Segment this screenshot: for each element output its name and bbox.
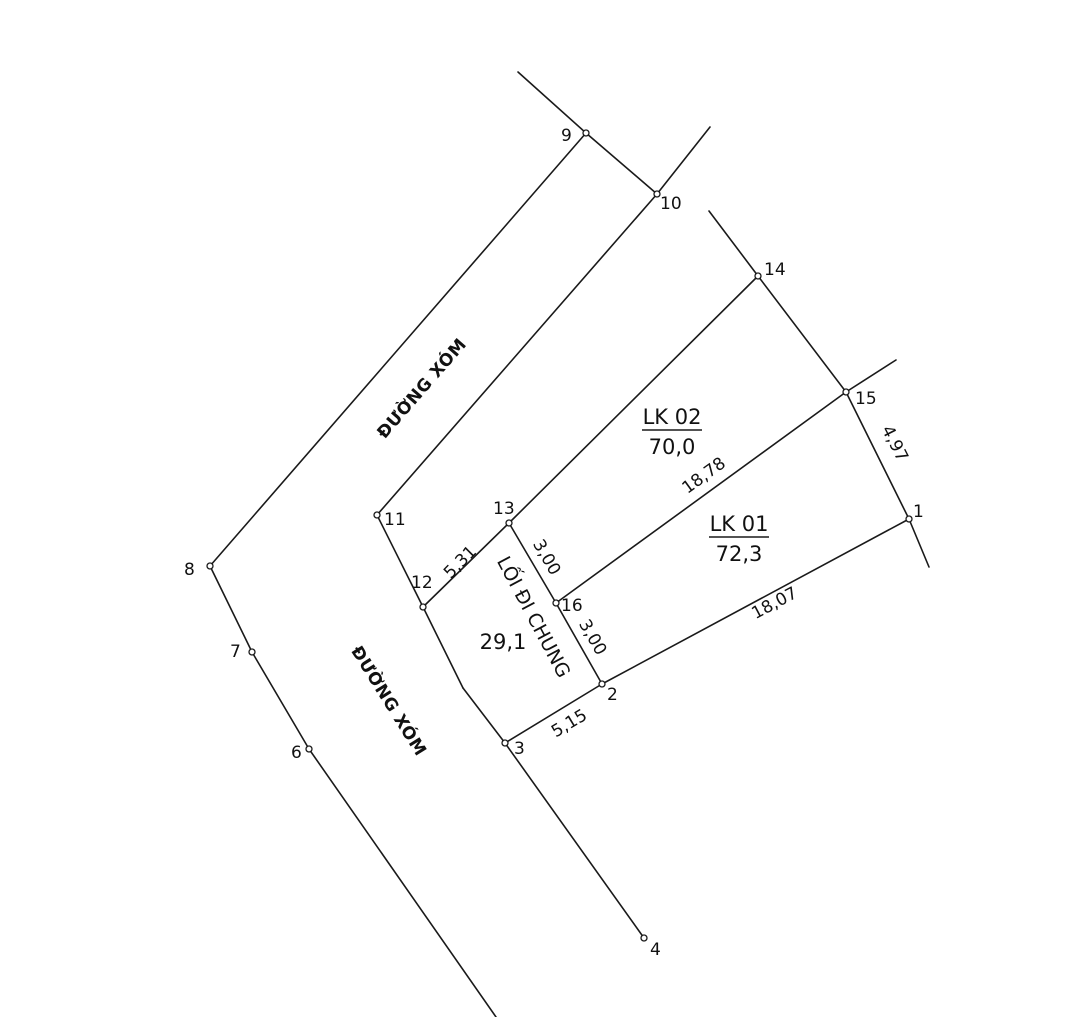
- line-3-2: [504, 683, 603, 744]
- road-edge-9-8: [209, 132, 587, 567]
- dim-16-2: 3,00: [574, 616, 610, 659]
- vertex-15: [842, 388, 850, 396]
- point-label-15: 15: [855, 389, 877, 409]
- road-label-lower: ĐƯỜNG XÓM: [346, 642, 431, 760]
- line-16-15: [555, 391, 847, 604]
- lot-common-area: 29,1: [480, 630, 527, 654]
- point-label-7: 7: [230, 642, 241, 662]
- lot-lk01-name: LK 01: [710, 512, 769, 536]
- dim-13-16: 3,00: [528, 536, 564, 579]
- line-ext-9: [517, 71, 587, 134]
- lot-lk02-name: LK 02: [643, 405, 702, 429]
- vertex-3: [501, 739, 509, 747]
- road-edge-6-bottom: [308, 748, 497, 1017]
- dim-16-15: 18,78: [678, 454, 729, 499]
- vertex-7: [248, 648, 256, 656]
- line-15-ext: [845, 359, 897, 393]
- line-1-ext: [908, 518, 930, 568]
- road-edge-7-6: [251, 651, 310, 750]
- line-12-bend: [422, 606, 464, 689]
- point-label-8: 8: [184, 560, 195, 580]
- line-10-11: [376, 193, 658, 516]
- vertex-1: [905, 515, 913, 523]
- line-11-12: [376, 514, 424, 608]
- line-13-14: [508, 275, 759, 524]
- vertex-4: [640, 934, 648, 942]
- point-label-12: 12: [411, 573, 433, 593]
- line-15-1: [845, 391, 910, 520]
- vertex-14: [754, 272, 762, 280]
- line-16-2: [555, 602, 603, 685]
- vertex-12: [419, 603, 427, 611]
- line-9-10: [585, 132, 658, 195]
- dim-15-1: 4,97: [877, 422, 912, 465]
- vertex-8: [206, 562, 214, 570]
- point-label-16: 16: [561, 596, 583, 616]
- point-label-4: 4: [650, 940, 661, 960]
- line-13-16: [508, 522, 557, 604]
- line-2-1: [601, 518, 910, 685]
- road-label-upper: ĐƯỜNG XÓM: [372, 333, 471, 442]
- point-label-14: 14: [764, 260, 786, 280]
- line-12-13: [422, 522, 510, 608]
- point-label-11: 11: [384, 510, 406, 530]
- line-ext-14: [708, 210, 759, 277]
- road-edge-8-7: [209, 565, 253, 653]
- point-label-6: 6: [291, 743, 302, 763]
- lot-labels: LK 02 70,0 LK 01 72,3 LỐI ĐI CHUNG 29,1: [480, 405, 769, 681]
- vertex-2: [598, 680, 606, 688]
- point-label-10: 10: [660, 194, 682, 214]
- line-ext-10: [656, 126, 711, 195]
- vertex-16: [552, 599, 560, 607]
- vertex-9: [582, 129, 590, 137]
- point-labels: 1 2 3 4 6 7 8 9 10 11 12 13 14 15 16: [184, 126, 924, 960]
- vertex-10: [653, 190, 661, 198]
- line-3-4: [504, 742, 645, 939]
- point-label-13: 13: [493, 499, 515, 519]
- point-label-1: 1: [913, 502, 924, 522]
- point-label-9: 9: [561, 126, 572, 146]
- line-bend-3: [462, 687, 506, 744]
- boundary-lines: [209, 71, 930, 1017]
- road-labels: ĐƯỜNG XÓM ĐƯỜNG XÓM: [346, 333, 471, 760]
- dim-3-2: 5,15: [548, 705, 591, 742]
- lot-lk02-area: 70,0: [649, 435, 696, 459]
- point-label-2: 2: [607, 685, 618, 705]
- lot-common-name: LỐI ĐI CHUNG: [492, 551, 578, 681]
- vertex-11: [373, 511, 381, 519]
- dim-13-12: 5,31: [440, 542, 481, 583]
- point-label-3: 3: [514, 739, 525, 759]
- vertex-6: [305, 745, 313, 753]
- dim-2-1: 18,07: [748, 583, 800, 624]
- vertex-markers: [206, 129, 913, 942]
- vertex-13: [505, 519, 513, 527]
- lot-lk01-area: 72,3: [716, 542, 763, 566]
- line-14-15: [757, 275, 847, 393]
